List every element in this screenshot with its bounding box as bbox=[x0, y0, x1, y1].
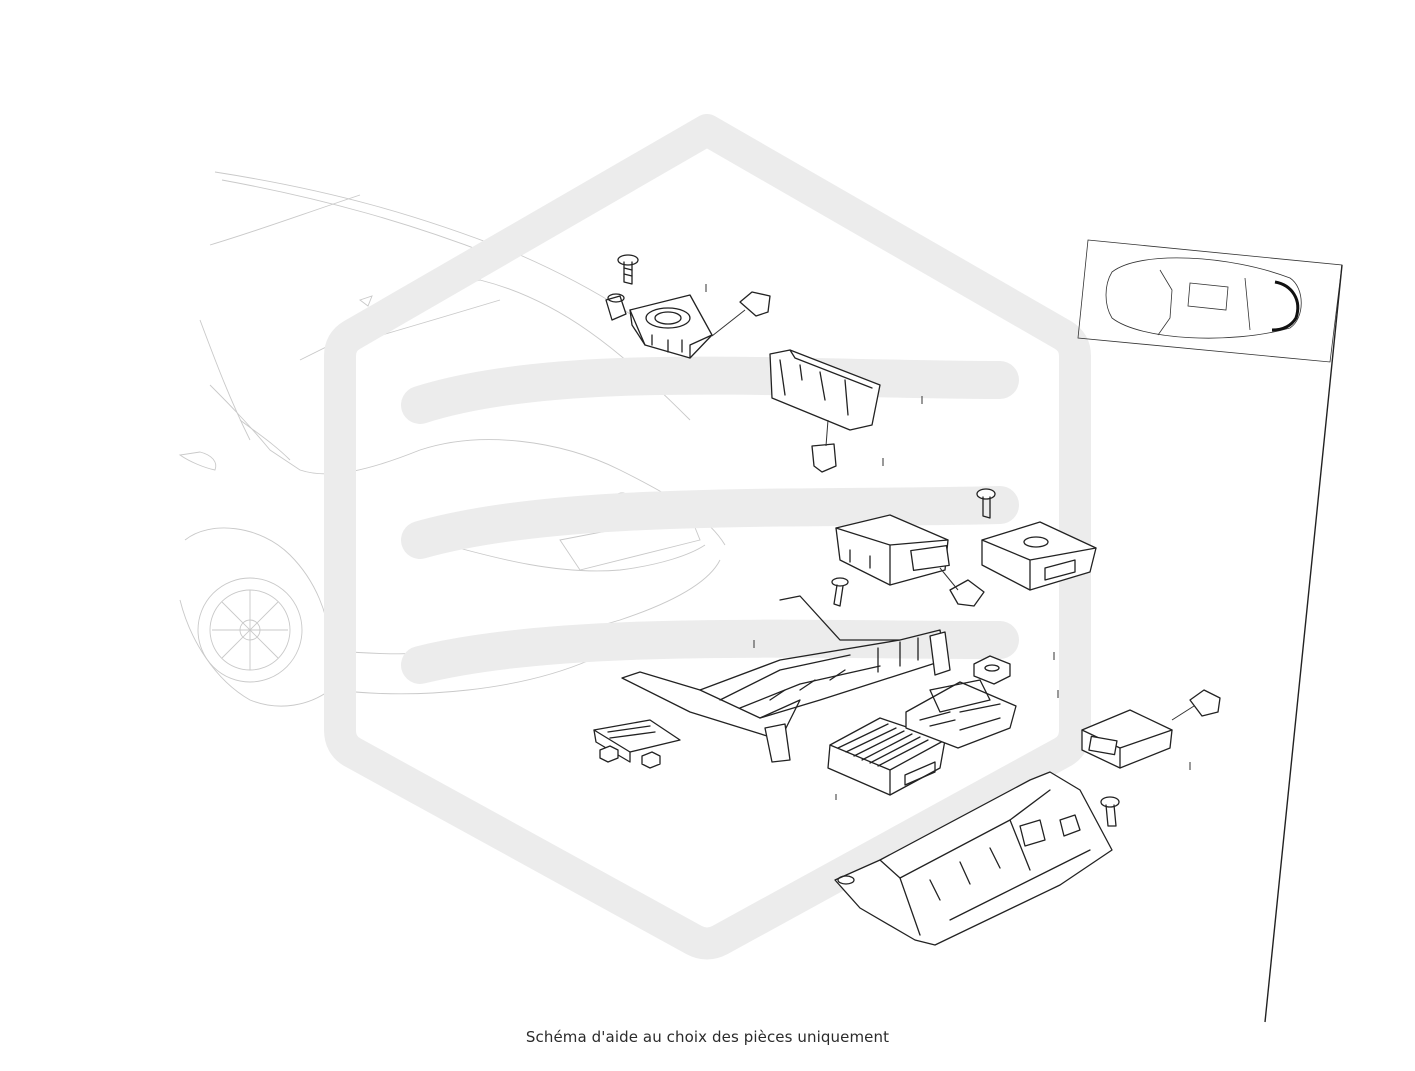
connector-tag-icon bbox=[1171, 689, 1221, 721]
part-control-module-3 bbox=[905, 679, 1017, 749]
connector-tag-icon bbox=[939, 567, 985, 607]
part-control-unit-2 bbox=[981, 521, 1097, 591]
vehicle-locator-thumbnail bbox=[1077, 239, 1343, 363]
nut-icon bbox=[973, 655, 1011, 685]
part-cross-member bbox=[621, 595, 951, 763]
bolt-icon bbox=[617, 254, 639, 285]
part-control-unit-1 bbox=[835, 514, 950, 586]
bolt-icon bbox=[1100, 796, 1120, 827]
clip-part bbox=[605, 293, 627, 321]
part-bracket-housing bbox=[769, 349, 881, 431]
car-silhouette bbox=[178, 171, 726, 707]
bolt-icon bbox=[831, 577, 849, 607]
part-telematics-box bbox=[1081, 709, 1173, 769]
nut-icon bbox=[599, 745, 661, 769]
part-amplifier bbox=[827, 717, 946, 796]
watermark-logo bbox=[324, 114, 1091, 960]
frame-line bbox=[1264, 264, 1343, 1023]
connector-tag-icon bbox=[711, 291, 771, 337]
connector-tag-icon bbox=[811, 419, 837, 473]
part-floor-tray bbox=[834, 771, 1113, 946]
diagram-caption: Schéma d'aide au choix des pièces unique… bbox=[525, 1028, 890, 1046]
part-sound-module bbox=[629, 294, 713, 359]
bolt-icon bbox=[976, 488, 996, 519]
